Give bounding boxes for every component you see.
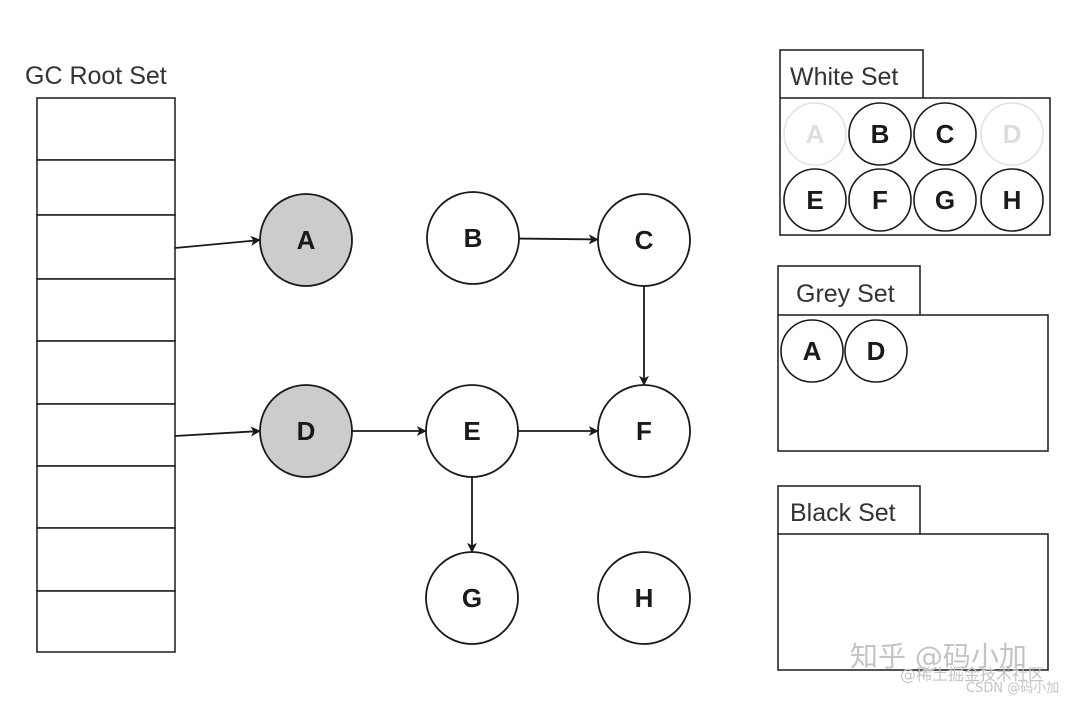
set-item-label: E [806, 185, 823, 215]
node-circle [425, 384, 519, 478]
set-item-circle [783, 102, 847, 166]
object-nodes: A B C D E F G H [259, 191, 691, 645]
set-item-label: A [803, 336, 822, 366]
gc-root-slot [36, 278, 176, 342]
white-set-item-b: B [848, 102, 912, 166]
white-set-item-c: C [913, 102, 977, 166]
node-circle [259, 384, 353, 478]
gc-root-slot [36, 97, 176, 161]
white-set-item-a: A [783, 102, 847, 166]
set-item-circle [848, 102, 912, 166]
node-circle [259, 193, 353, 287]
node-d: D [259, 384, 353, 478]
grey-set-item-d: D [844, 319, 908, 383]
grey-set-item-a: A [780, 319, 844, 383]
watermark-zhihu: 知乎 @码小加 [850, 640, 1027, 673]
node-f: F [597, 384, 691, 478]
white-set-item-h: H [980, 168, 1044, 232]
set-item-label: G [935, 185, 955, 215]
set-item-circle [844, 319, 908, 383]
watermark-csdn: CSDN @码小加 [966, 681, 1059, 696]
root-edge-to-d [174, 426, 261, 437]
root-edge-to-a [174, 235, 261, 249]
black-set-title: Black Set [790, 499, 896, 527]
set-item-circle [980, 102, 1044, 166]
grey-set-title: Grey Set [796, 280, 895, 308]
black-set-box [777, 533, 1049, 671]
gc-root-slot [36, 340, 176, 405]
node-label: C [635, 225, 654, 255]
node-label: H [635, 583, 654, 613]
gc-root-slot [36, 403, 176, 467]
gc-root-slots [36, 97, 176, 653]
set-item-circle [848, 168, 912, 232]
node-label: G [462, 583, 482, 613]
gc-root-slot [36, 527, 176, 592]
set-item-circle [980, 168, 1044, 232]
set-item-label: B [871, 119, 890, 149]
node-c: C [597, 193, 691, 287]
edge-b-to-c [518, 234, 599, 245]
white-set-panel: White Set A B C D E F G H [779, 49, 1051, 236]
black-set-tab [777, 485, 921, 534]
node-h: H [597, 551, 691, 645]
node-label: D [297, 416, 316, 446]
node-circle [425, 551, 519, 645]
gc-root-slot [36, 159, 176, 216]
set-item-label: A [806, 119, 825, 149]
node-label: B [464, 223, 483, 253]
node-circle [597, 551, 691, 645]
set-item-label: D [867, 336, 886, 366]
set-item-label: H [1003, 185, 1022, 215]
set-item-label: C [936, 119, 955, 149]
gc-root-slot [36, 590, 176, 653]
watermark: 知乎 @码小加 @稀土掘金技术社区 CSDN @码小加 [850, 640, 1059, 696]
node-circle [426, 191, 520, 285]
node-label: A [297, 225, 316, 255]
white-set-item-e: E [783, 168, 847, 232]
node-label: E [463, 416, 480, 446]
set-item-label: F [872, 185, 888, 215]
node-g: G [425, 551, 519, 645]
reference-edges [174, 234, 649, 553]
black-set-panel: Black Set [777, 485, 1049, 671]
gc-root-set: GC Root Set [25, 62, 176, 653]
set-item-circle [780, 319, 844, 383]
set-item-label: D [1003, 119, 1022, 149]
node-b: B [426, 191, 520, 285]
white-set-items: A B C D E F G H [783, 102, 1044, 232]
gc-root-set-title: GC Root Set [25, 62, 167, 90]
set-item-circle [783, 168, 847, 232]
white-set-item-f: F [848, 168, 912, 232]
node-label: F [636, 416, 652, 446]
white-set-tab [779, 49, 924, 98]
set-item-circle [913, 102, 977, 166]
white-set-item-d: D [980, 102, 1044, 166]
white-set-item-g: G [913, 168, 977, 232]
node-circle [597, 384, 691, 478]
node-circle [597, 193, 691, 287]
set-item-circle [913, 168, 977, 232]
node-e: E [425, 384, 519, 478]
grey-set-tab [777, 265, 921, 315]
white-set-title: White Set [790, 63, 898, 91]
node-a: A [259, 193, 353, 287]
watermark-juejin: @稀土掘金技术社区 [900, 665, 1044, 684]
gc-root-slot [36, 465, 176, 529]
gc-root-slot [36, 214, 176, 280]
